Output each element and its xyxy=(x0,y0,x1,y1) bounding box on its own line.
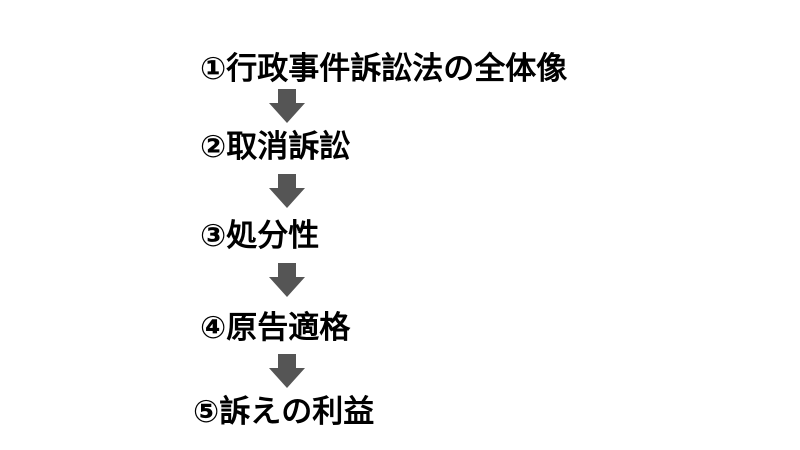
down-arrow-icon xyxy=(269,89,305,123)
down-arrow-icon xyxy=(269,354,305,388)
step-4-label: ④原告適格 xyxy=(200,310,351,346)
step-5-label: ⑤訴えの利益 xyxy=(193,394,375,430)
step-3-label: ③処分性 xyxy=(200,218,320,254)
down-arrow-icon xyxy=(269,174,305,208)
down-arrow-icon xyxy=(269,263,305,297)
step-2-label: ②取消訴訟 xyxy=(200,129,351,165)
step-1-label: ①行政事件訴訟法の全体像 xyxy=(200,51,568,87)
